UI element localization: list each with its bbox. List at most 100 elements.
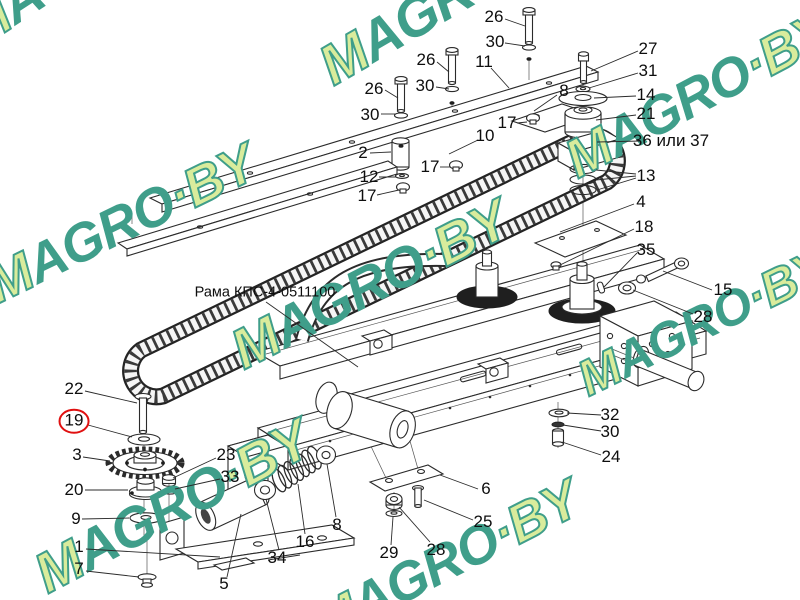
- part-label-30: 30: [485, 32, 505, 52]
- leader-line: [369, 151, 392, 154]
- leader-line: [595, 169, 637, 175]
- part-label-23: 23: [216, 445, 236, 465]
- fastener-32-30-24: [548, 408, 570, 447]
- bracket-1: [159, 516, 356, 571]
- leader-line: [226, 513, 242, 578]
- leader-line: [595, 175, 637, 181]
- part-label-19-highlighted: 19: [58, 408, 90, 434]
- leader-line: [595, 114, 637, 121]
- bolt-26: [444, 47, 460, 105]
- bolts-26-washers-30: [393, 7, 537, 148]
- leader-line: [435, 86, 450, 90]
- part-label-24: 24: [601, 447, 621, 467]
- leader-line: [516, 121, 528, 124]
- leader-line: [82, 456, 111, 462]
- part-label-27: 27: [638, 39, 658, 59]
- leader-line: [596, 140, 642, 143]
- part-label-15: 15: [713, 280, 733, 300]
- leader-line: [590, 50, 639, 72]
- leader-line: [593, 95, 637, 99]
- leader-line: [174, 478, 221, 490]
- leader-line: [172, 457, 217, 479]
- leader-line: [533, 94, 558, 112]
- bolt-7: [137, 573, 157, 588]
- leader-line: [562, 424, 602, 432]
- part-label-26: 26: [484, 7, 504, 27]
- bolt-15-group: [596, 257, 690, 295]
- sprocket-3: [105, 446, 185, 480]
- leader-line: [566, 412, 602, 416]
- part-label-5: 5: [219, 574, 229, 594]
- part-label-2: 2: [358, 143, 368, 163]
- leader-line: [81, 517, 130, 520]
- leader-line: [504, 42, 526, 47]
- leader-line: [85, 570, 140, 578]
- part-2-spacer: [391, 137, 410, 171]
- part-label-1: 1: [74, 537, 84, 557]
- leader-line: [662, 270, 713, 291]
- part-label-35: 35: [636, 240, 656, 260]
- leader-line: [376, 189, 400, 196]
- part-label-9: 9: [71, 509, 81, 529]
- part-label-16: 16: [295, 532, 315, 552]
- leader-line: [504, 18, 526, 27]
- hub-20: [128, 477, 163, 501]
- part-label-4: 4: [636, 192, 646, 212]
- part-label-17: 17: [357, 186, 377, 206]
- part-label-29: 29: [379, 543, 399, 563]
- bolt-26: [393, 76, 409, 148]
- leader-line: [326, 463, 337, 518]
- roller-drum: [315, 381, 416, 449]
- leader-line: [561, 441, 602, 456]
- part-label-28: 28: [693, 307, 713, 327]
- leader-line: [603, 252, 638, 288]
- leader-line: [84, 390, 138, 404]
- leader-line: [439, 474, 479, 490]
- part-label-30: 30: [360, 105, 380, 125]
- leader-line: [384, 89, 399, 99]
- sprocket-21-stack: [556, 51, 622, 196]
- mount-strip: [116, 160, 399, 257]
- leader-line: [596, 177, 637, 191]
- washer-19: [127, 433, 161, 446]
- part-label-34: 34: [267, 548, 287, 568]
- leader-line: [423, 499, 474, 521]
- bolt-26: [521, 7, 537, 61]
- part-label-22: 22: [64, 379, 84, 399]
- leader-line: [87, 424, 133, 438]
- leader-line: [490, 67, 510, 89]
- part-label-8: 8: [332, 515, 342, 535]
- part-label-17: 17: [420, 157, 440, 177]
- part-label-28: 28: [426, 540, 446, 560]
- leader-line: [559, 203, 635, 233]
- part-11-bar: [148, 65, 600, 213]
- studs-17: [394, 113, 541, 194]
- part-label-7: 7: [74, 559, 84, 579]
- part-label-21: 21: [636, 104, 656, 124]
- part-label-18: 18: [634, 217, 654, 237]
- gearbox: [598, 300, 705, 392]
- leader-line: [390, 516, 394, 546]
- frame-caption: Рама КПС-4-0511100: [194, 284, 336, 301]
- leader-line: [398, 506, 431, 543]
- leader-line: [297, 483, 306, 535]
- roller-5-group: [195, 445, 337, 531]
- part-label-12: 12: [359, 167, 379, 187]
- part-label-26: 26: [364, 79, 384, 99]
- part-label-8: 8: [559, 81, 569, 101]
- leader-line: [85, 548, 221, 558]
- part-label-14: 14: [636, 85, 656, 105]
- part-label-17: 17: [497, 113, 517, 133]
- left-stack: [105, 392, 356, 588]
- part-label-6: 6: [481, 479, 491, 499]
- cone-mounts: [456, 249, 616, 324]
- leader-line: [265, 301, 359, 368]
- part-label-36-или-37: 36 или 37: [632, 131, 710, 151]
- leader-line: [436, 61, 450, 73]
- part-label-25: 25: [473, 512, 493, 532]
- part-label-10: 10: [475, 126, 495, 146]
